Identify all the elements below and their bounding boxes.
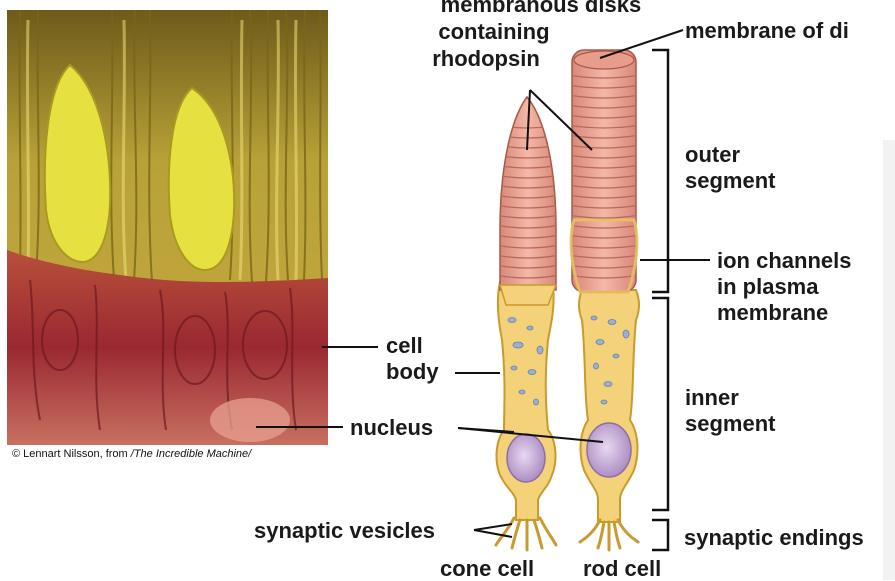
cone-cilium [500,285,556,305]
rod-inner-segment [579,290,639,522]
rod-nucleus [587,423,631,477]
photo-credit: © Lennart Nilsson, from /The Incredible … [12,448,252,460]
right-edge-panel [883,140,895,580]
rod-cell [568,50,640,550]
inner-segment-bracket [652,298,668,510]
cone-synaptic-terminal [496,518,556,550]
membrane-of-disk-leader [600,30,683,58]
photo-nucleus-region [210,398,290,442]
cone-nucleus [507,434,545,482]
outer-segment-bracket [652,50,668,292]
nucleus-label: nucleus [350,415,433,440]
inner-segment-label: inner segment [685,385,776,436]
segment-brackets [652,50,668,550]
rod-top-disk [574,51,634,69]
membrane-of-disk-label: membrane of di [685,18,849,43]
cone-cell-label: cone cell [440,556,534,581]
outer-segment-label: outer segment [685,142,776,193]
rod-synaptic-terminal [580,520,638,550]
synaptic-endings-bracket [652,520,668,550]
cone-cell [496,97,560,550]
ion-channels-label: ion channels in plasma membrane [717,248,858,325]
cell-body-label: cell body [386,333,439,384]
micrograph-photo [7,10,328,445]
synaptic-endings-label: synaptic endings [684,525,864,550]
cone-inner-segment [497,282,556,520]
synaptic-vesicles-label: synaptic vesicles [254,518,435,543]
rod-cell-label: rod cell [583,556,661,581]
